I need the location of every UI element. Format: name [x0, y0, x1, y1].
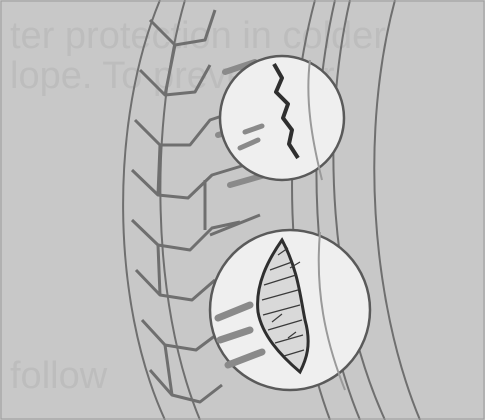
- magnifier-hairline-crack: [220, 56, 344, 180]
- magnifier-wide-crack: [210, 230, 370, 390]
- ghost-text-line-8: follow: [10, 355, 108, 397]
